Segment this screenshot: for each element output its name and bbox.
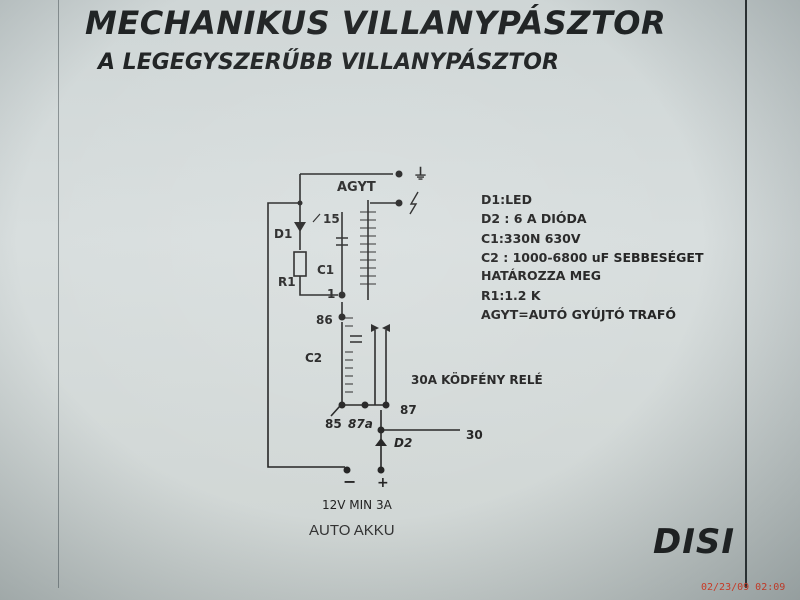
pin-30-label: 30: [466, 428, 483, 442]
r1-resistor: [293, 251, 307, 277]
terminal-output: [395, 199, 403, 207]
battery-minus-terminal: [343, 466, 351, 474]
terminal-pin-86: [338, 313, 346, 321]
photo-timestamp: 02/23/09 02:09: [701, 582, 786, 593]
c2-label: C2: [305, 351, 323, 365]
d1-diode: [294, 222, 306, 232]
terminal-pin-1: [338, 291, 346, 299]
page-title: MECHANIKUS VILLANYPÁSZTOR: [85, 4, 667, 42]
pin-86-label: 86: [316, 313, 333, 327]
legend-c1: C1:330N 630V: [481, 231, 581, 246]
d2-diode: [375, 438, 387, 446]
paper-sheet: [58, 0, 747, 588]
relay-arrow-left: [371, 324, 379, 332]
terminal-pin-30: [377, 426, 385, 434]
coil-windings: [345, 211, 376, 393]
pin-15-label: 15: [323, 212, 340, 226]
pin-85-label: 85: [325, 417, 342, 431]
spark-symbol: [409, 191, 419, 215]
terminal-pin-87a: [361, 401, 369, 409]
legend-c2: C2 : 1000-6800 uF SEBBESÉGET: [481, 250, 704, 265]
legend-r1: R1:1.2 K: [481, 288, 541, 303]
handwritten-battery-note: AUTO AKKU: [309, 522, 395, 539]
legend-agyt: AGYT=AUTÓ GYÚJTÓ TRAFÓ: [481, 307, 676, 322]
wire-outer-left: [267, 202, 345, 468]
wire-87a-30: [380, 410, 460, 431]
relay-arrow-right: [382, 324, 390, 332]
terminal-pin-87: [382, 401, 390, 409]
relay-label: 30A KÖDFÉNY RELÉ: [411, 373, 543, 387]
legend-c2-cont: HATÁROZZA MEG: [481, 268, 602, 283]
led-light-arrow: [312, 213, 321, 223]
page-subtitle: A LEGEGYSZERŰBB VILLANYPÁSZTOR: [98, 50, 559, 75]
junction-d1: [297, 200, 303, 206]
legend-d1: D1:LED: [481, 192, 532, 207]
pin-87a-label: 87a: [348, 417, 373, 431]
d1-label: D1: [274, 227, 293, 241]
battery-plus-terminal: [377, 466, 385, 474]
terminal-pin-85: [338, 401, 346, 409]
pin-1-label: 1: [327, 287, 336, 301]
d2-label: D2: [394, 436, 413, 450]
c2-cap-plates: [350, 335, 362, 343]
arrow-85: [330, 405, 341, 417]
battery-spec-label: 12V MIN 3A: [322, 498, 392, 512]
r1-label: R1: [278, 275, 296, 289]
battery-plus-label: +: [377, 475, 389, 491]
ground-symbol: ⏚: [413, 165, 429, 183]
coil-label: AGYT: [337, 180, 376, 195]
battery-minus-label: −: [343, 472, 357, 491]
c1-label: C1: [317, 263, 335, 277]
legend-d2: D2 : 6 A DIÓDA: [481, 211, 587, 226]
c1-cap-plates: [336, 237, 348, 246]
author-signature: DISI: [653, 522, 736, 562]
pin-87-label: 87: [400, 403, 417, 417]
terminal-ground: [395, 170, 403, 178]
